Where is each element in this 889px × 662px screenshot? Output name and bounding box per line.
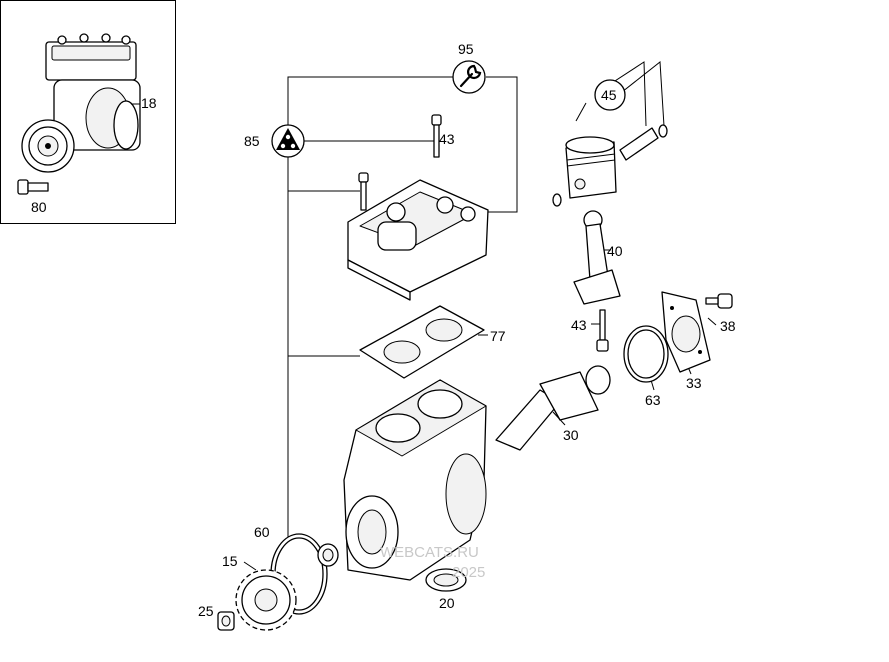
label-85: 85	[244, 133, 260, 149]
label-18: 18	[141, 95, 157, 111]
crankcase[interactable]	[343, 379, 487, 581]
crankshaft[interactable]	[495, 365, 611, 451]
head-gasket[interactable]	[359, 305, 485, 379]
bushing[interactable]	[317, 543, 339, 567]
rear-cover[interactable]	[661, 291, 711, 373]
watermark-year: 2025	[452, 564, 485, 581]
label-60: 60	[254, 524, 270, 540]
label-33: 33	[686, 375, 702, 391]
piston-pin[interactable]	[619, 127, 659, 161]
bolt-38[interactable]	[705, 293, 733, 309]
wrench-icon	[459, 64, 482, 88]
drive-gear[interactable]	[235, 569, 297, 631]
label-95: 95	[458, 41, 474, 57]
label-80: 80	[31, 199, 47, 215]
bolt-43-lower[interactable]	[596, 309, 609, 352]
label-45: 45	[601, 87, 617, 103]
compressor-assembly-inset[interactable]	[21, 33, 141, 173]
nut-25[interactable]	[217, 611, 235, 631]
watermark-text: WEBCATS.RU	[380, 544, 479, 561]
cylinder-head[interactable]	[347, 179, 489, 301]
o-ring-gasket[interactable]	[623, 325, 669, 383]
label-30: 30	[563, 427, 579, 443]
piston[interactable]	[565, 136, 617, 199]
label-43-lower: 43	[571, 317, 587, 333]
label-38: 38	[720, 318, 736, 334]
label-25: 25	[198, 603, 214, 619]
connecting-rod[interactable]	[573, 210, 621, 305]
label-15: 15	[222, 553, 238, 569]
bolt-head-cover[interactable]	[358, 172, 369, 211]
seal-20[interactable]	[425, 568, 467, 592]
piston-kit-callout[interactable]	[594, 79, 626, 111]
triangle-kit-icon	[276, 128, 300, 150]
repair-kit-callout[interactable]	[271, 124, 305, 158]
service-tool-callout[interactable]	[452, 60, 486, 94]
bolt-80[interactable]	[17, 179, 49, 195]
label-40: 40	[607, 243, 623, 259]
bolt-43-upper[interactable]	[431, 114, 442, 158]
piston-rings[interactable]	[552, 124, 668, 207]
label-77: 77	[490, 328, 506, 344]
label-43-upper: 43	[439, 131, 455, 147]
label-20: 20	[439, 595, 455, 611]
label-63: 63	[645, 392, 661, 408]
